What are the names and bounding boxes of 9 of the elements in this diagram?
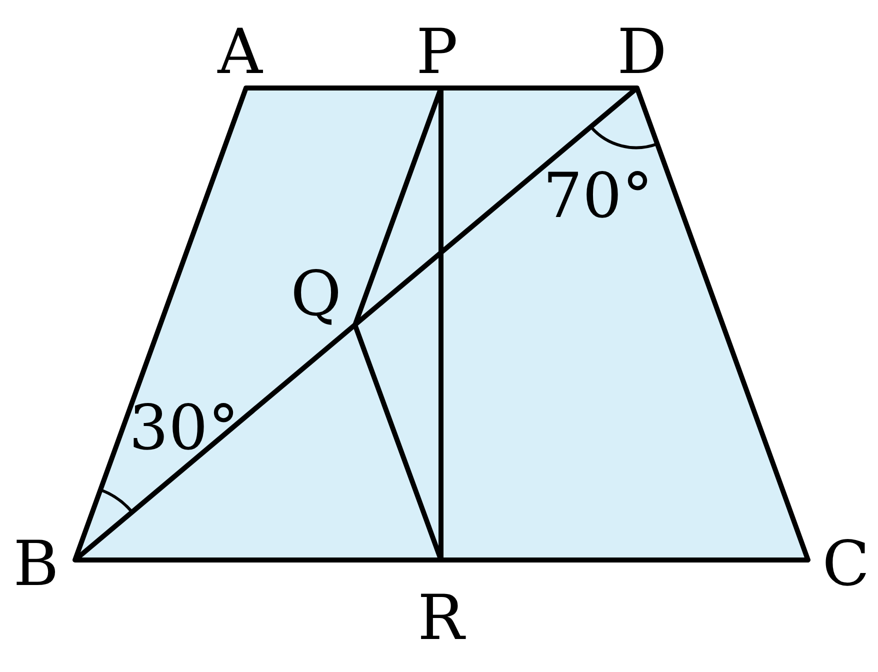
vertex-label: Q [290, 263, 342, 325]
vertex-label: A [218, 21, 262, 83]
vertex-label: R [418, 587, 464, 649]
angle-label: 70° [543, 165, 653, 227]
vertex-label: C [822, 533, 870, 595]
vertex-label: B [13, 533, 59, 595]
angle-label: 30° [129, 397, 239, 459]
vertex-label: P [416, 21, 458, 83]
vertex-label: D [617, 21, 667, 83]
